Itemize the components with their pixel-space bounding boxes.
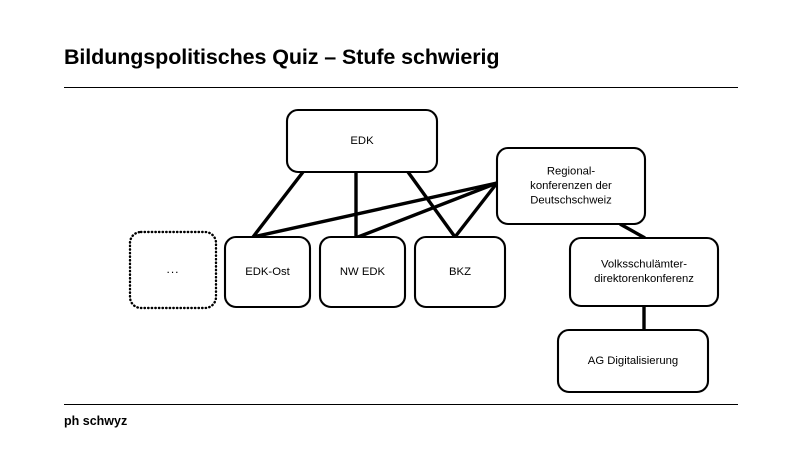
edge-edk-to-edk-ost	[251, 170, 305, 239]
edge-edk-to-bkz	[406, 171, 457, 238]
node-box-ag-digitalisierung	[556, 328, 710, 394]
diagram-edges	[251, 170, 646, 330]
edge-regionalkonferenzen-to-edk-ost	[252, 181, 498, 239]
edge-regionalkonferenzen-to-nw-edk	[357, 181, 498, 239]
node-label-ag-digitalisierung: AG Digitalisierung	[588, 355, 678, 367]
node-nw-edk[interactable]: NW EDK	[318, 235, 407, 309]
edge-regionalkonferenzen-to-bkz	[453, 181, 499, 239]
node-label-bkz: BKZ	[449, 266, 471, 278]
edge-regionalkonferenzen-to-volksschulaemter	[619, 222, 646, 240]
footer-brand: ph schwyz	[64, 414, 128, 428]
node-box-nw-edk	[318, 235, 407, 309]
node-box-regionalkonferenzen	[495, 146, 647, 226]
node-box-bkz	[413, 235, 507, 309]
node-box-volksschulaemter	[568, 236, 720, 308]
node-label-regionalkonferenzen: konferenzen der	[530, 180, 612, 192]
title-divider	[64, 87, 738, 88]
node-box-edk-ost	[223, 235, 312, 309]
node-label-edk-ost: EDK-Ost	[245, 266, 290, 278]
node-bkz[interactable]: BKZ	[413, 235, 507, 309]
node-label-regionalkonferenzen: Deutschschweiz	[530, 194, 612, 206]
node-box-placeholder	[128, 230, 218, 310]
node-placeholder[interactable]: ...	[128, 230, 218, 310]
node-edk[interactable]: EDK	[285, 108, 439, 174]
page-title: Bildungspolitisches Quiz – Stufe schwier…	[64, 45, 500, 69]
node-label-volksschulaemter: direktorenkonferenz	[594, 273, 694, 285]
node-ag-digitalisierung[interactable]: AG Digitalisierung	[556, 328, 710, 394]
node-label-regionalkonferenzen: Regional-	[547, 165, 596, 177]
node-box-edk	[285, 108, 439, 174]
node-label-placeholder: ...	[166, 262, 179, 276]
diagram-nodes: ... EDK EDK-Ost NW EDK BKZ Regional-konferenz…	[128, 108, 720, 394]
node-volksschulaemter[interactable]: Volksschulämter-direktorenkonferenz	[568, 236, 720, 308]
node-edk-ost[interactable]: EDK-Ost	[223, 235, 312, 309]
node-label-volksschulaemter: Volksschulämter-	[601, 259, 687, 271]
node-label-nw-edk: NW EDK	[340, 266, 386, 278]
node-label-edk: EDK	[350, 135, 374, 147]
footer-divider	[64, 404, 738, 405]
